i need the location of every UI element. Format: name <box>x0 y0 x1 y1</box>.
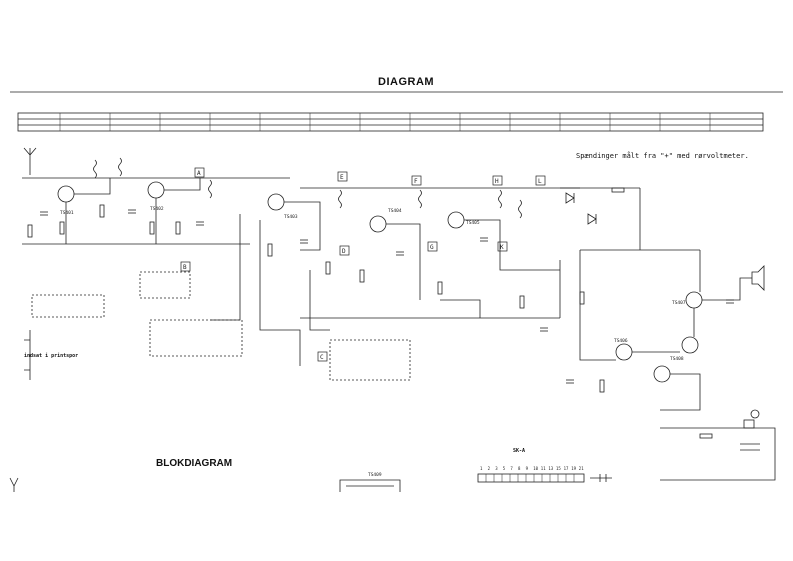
callout-g: G <box>427 241 438 252</box>
ska-contact-number: 13 <box>548 466 553 471</box>
side-label: indsat i printspor <box>24 353 79 359</box>
callout-f: F <box>411 175 422 186</box>
callout-letter: F <box>414 178 418 185</box>
callout-letter: B <box>183 264 187 271</box>
transistor-label-ts403: TS403 <box>284 214 298 220</box>
transistor-label-ts409: TS409 <box>368 472 382 478</box>
callout-k: K <box>497 241 508 252</box>
transistor-label-ts407: TS407 <box>672 300 686 306</box>
callout-h: H <box>492 175 503 186</box>
transistor-label-ts406: TS406 <box>614 338 628 344</box>
callout-a: A <box>194 167 205 178</box>
transistor-label-ts401: TS401 <box>60 210 74 216</box>
callout-e: E <box>337 171 348 182</box>
ska-contact-number: 9 <box>526 466 529 471</box>
callout-letter: D <box>342 248 346 255</box>
ska-contact-number: 21 <box>579 466 584 471</box>
callout-letter: K <box>500 244 504 251</box>
callout-d: D <box>339 245 350 256</box>
ska-contact-number: 8 <box>518 466 521 471</box>
ska-contact-number: 10 <box>533 466 538 471</box>
callout-letter: E <box>340 174 344 181</box>
callout-b: B <box>180 261 191 272</box>
callout-l: L <box>535 175 546 186</box>
callout-c: C <box>317 351 328 362</box>
switch-label: SK-A <box>513 448 526 454</box>
ska-contact-number: 2 <box>488 466 491 471</box>
ska-contact-number: 17 <box>564 466 569 471</box>
callout-letter: C <box>320 354 324 361</box>
transistor-label-ts404: TS404 <box>388 208 402 214</box>
ska-contact-number: 3 <box>495 466 498 471</box>
ska-contact-number: 5 <box>503 466 506 471</box>
ska-contact-number: 19 <box>571 466 576 471</box>
callout-letter: L <box>538 178 542 185</box>
voltage-note: Spændinger målt fra "+" med rørvoltmeter… <box>576 152 749 160</box>
transistor-label-ts402: TS402 <box>150 206 164 212</box>
callout-letter: A <box>197 170 201 177</box>
ska-contact-number: 7 <box>510 466 513 471</box>
ska-contact-number: 1 <box>480 466 483 471</box>
transistor-label-ts405: TS405 <box>466 220 480 226</box>
transistor-label-ts408: TS408 <box>670 356 684 362</box>
page-title: DIAGRAM <box>378 76 435 88</box>
callout-letter: G <box>430 244 434 251</box>
block-diagram-title: BLOKDIAGRAM <box>156 458 233 469</box>
ska-contact-number: 11 <box>541 466 546 471</box>
callout-letter: H <box>495 178 499 185</box>
ska-contact-number: 15 <box>556 466 561 471</box>
